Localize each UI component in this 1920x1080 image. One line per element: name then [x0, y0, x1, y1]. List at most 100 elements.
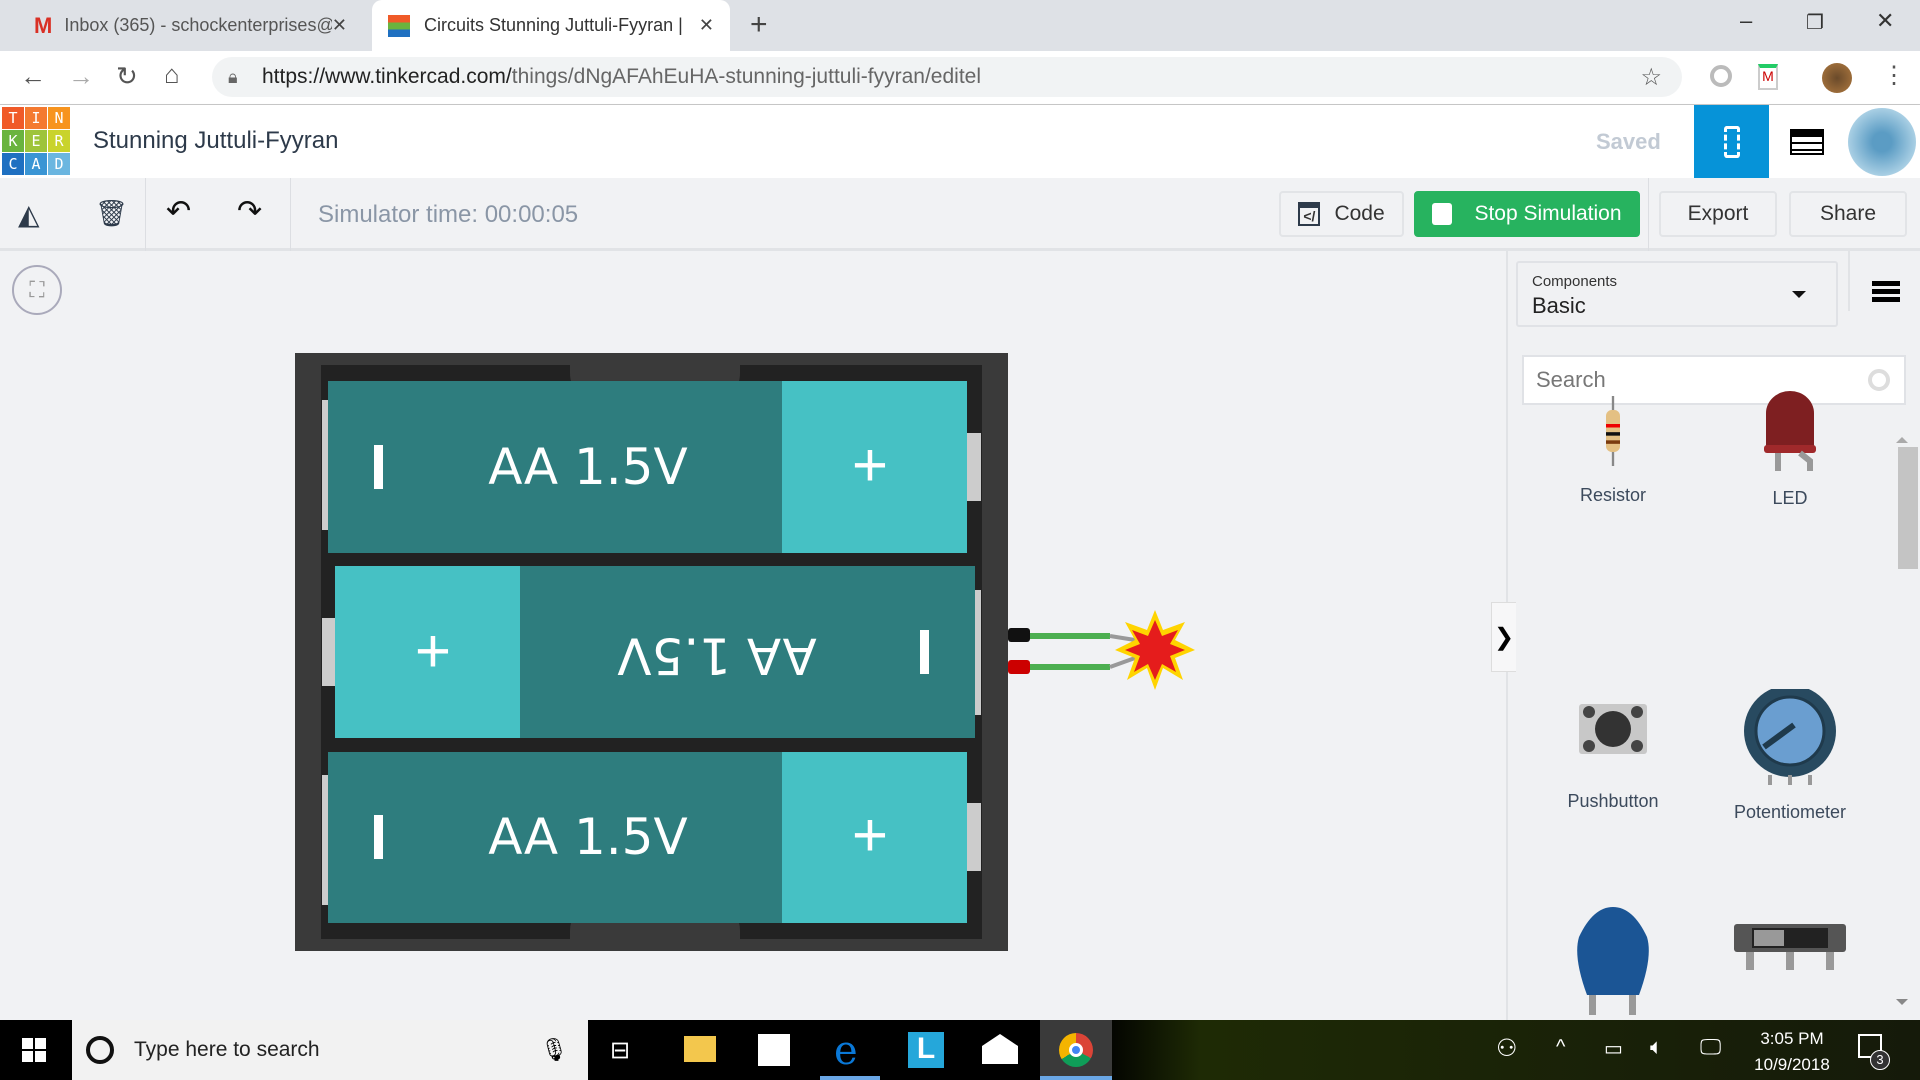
cortana-icon: [86, 1036, 114, 1064]
network-icon[interactable]: 🖵︎: [1700, 1034, 1722, 1059]
clock[interactable]: 3:05 PM 10/9/2018: [1744, 1026, 1840, 1078]
dropdown-value: Basic: [1532, 293, 1586, 318]
components-panel: Components Basic Search Resistor LED Pus…: [1506, 251, 1920, 1020]
store-icon[interactable]: [758, 1034, 790, 1066]
components-dropdown[interactable]: Components Basic: [1516, 261, 1838, 327]
url-path: things/dNgAFAhEuHA-stunning-juttuli-fyyr…: [511, 65, 982, 88]
profile-avatar[interactable]: [1822, 63, 1852, 93]
volume-icon[interactable]: 🔈︎: [1650, 1034, 1664, 1059]
svg-text:+: +: [415, 617, 451, 686]
capacitor-icon: [1577, 907, 1649, 1015]
windows-start-icon[interactable]: [22, 1038, 46, 1062]
component-led[interactable]: LED: [1700, 391, 1880, 509]
battery-1[interactable]: + AA 1.5V: [322, 381, 981, 553]
close-window-button[interactable]: ✕: [1876, 8, 1895, 33]
delete-icon[interactable]: 🗑︎: [95, 198, 129, 228]
component-list-view-button[interactable]: [1769, 105, 1844, 178]
svg-text:+: +: [852, 801, 888, 870]
chrome-taskbar-button[interactable]: [1040, 1020, 1112, 1080]
undo-icon[interactable]: ↶: [166, 195, 192, 228]
circuit-view-button[interactable]: [1694, 105, 1769, 178]
battery-label: AA 1.5V: [488, 808, 687, 866]
tab-tinkercad[interactable]: Circuits Stunning Juttuli-Fyyran | ✕: [372, 0, 730, 51]
logo-letter: R: [48, 130, 70, 152]
reload-icon[interactable]: ↻: [116, 61, 138, 91]
component-label: Resistor: [1579, 485, 1646, 505]
led-burst-icon[interactable]: [1115, 610, 1195, 690]
circuit-canvas[interactable]: ⛶: [0, 254, 1506, 1020]
battery-3[interactable]: + AA 1.5V: [322, 752, 981, 923]
task-view-icon[interactable]: ⊟: [610, 1037, 631, 1064]
l-app-icon[interactable]: L: [908, 1032, 944, 1068]
taskbar-search[interactable]: Type here to search 🎙︎: [72, 1020, 588, 1080]
battery-icon[interactable]: ▭: [1604, 1038, 1623, 1060]
gmail-icon: M: [34, 12, 53, 38]
restore-button[interactable]: ❐: [1806, 12, 1824, 34]
battery-label: AA 1.5V: [617, 627, 816, 685]
battery-label: AA 1.5V: [488, 438, 687, 496]
logo-letter: D: [48, 153, 70, 175]
extension-icon[interactable]: [1710, 65, 1732, 87]
code-icon: </: [1298, 202, 1321, 226]
collapse-panel-button[interactable]: ❯: [1491, 602, 1516, 672]
minimize-button[interactable]: –: [1740, 8, 1753, 33]
redo-icon[interactable]: ↷: [237, 195, 263, 228]
menu-icon[interactable]: ⋮: [1882, 62, 1906, 89]
clock-date: 10/9/2018: [1754, 1055, 1830, 1074]
clock-time: 3:05 PM: [1760, 1029, 1824, 1048]
design-title[interactable]: Stunning Juttuli-Fyyran: [93, 127, 339, 154]
pushbutton-icon: [1579, 704, 1647, 754]
show-hidden-icons[interactable]: ^: [1556, 1036, 1566, 1058]
star-icon[interactable]: ☆: [1640, 63, 1662, 91]
search-icon: [1868, 369, 1890, 391]
close-tab-icon[interactable]: ✕: [698, 15, 714, 35]
scroll-down-icon[interactable]: [1896, 999, 1908, 1011]
file-explorer-icon[interactable]: [684, 1036, 716, 1062]
people-icon[interactable]: ⚇: [1496, 1035, 1518, 1062]
component-potentiometer[interactable]: Potentiometer: [1700, 685, 1880, 823]
simulator-time: Simulator time: 00:00:05: [318, 201, 579, 228]
notification-count: 3: [1870, 1050, 1890, 1070]
tab-gmail[interactable]: M Inbox (365) - schockenterprises@ ✕: [18, 0, 363, 51]
logo-letter: A: [25, 153, 47, 175]
component-slideswitch[interactable]: [1700, 924, 1880, 997]
back-icon[interactable]: ←: [20, 61, 46, 91]
list-view-icon[interactable]: [1872, 281, 1900, 303]
rotate-icon[interactable]: ◭: [18, 199, 40, 230]
tinkercad-favicon: [388, 14, 410, 37]
code-label: Code: [1334, 202, 1385, 225]
stop-label: Stop Simulation: [1474, 202, 1622, 225]
stop-simulation-button[interactable]: Stop Simulation: [1414, 191, 1640, 237]
caret-down-icon: [1792, 291, 1806, 305]
slideswitch-icon: [1734, 924, 1846, 970]
export-button[interactable]: Export: [1659, 191, 1777, 237]
battery-2[interactable]: + AA 1.5V: [322, 566, 981, 738]
microphone-icon: 🎙︎: [540, 1037, 568, 1062]
url-input[interactable]: 🔒︎ https://www.tinkercad.com/things/dNgA…: [212, 57, 1682, 97]
battery-wires[interactable]: [1008, 628, 1136, 674]
search-input[interactable]: Search: [1522, 355, 1906, 405]
led-icon: [1764, 391, 1816, 471]
address-bar-row: ← → ↻ ⌂ 🔒︎ https://www.tinkercad.com/thi…: [0, 51, 1920, 105]
new-tab-button[interactable]: +: [750, 8, 768, 41]
component-capacitor[interactable]: [1523, 907, 1703, 1020]
mcafee-icon[interactable]: M: [1758, 64, 1778, 90]
component-resistor[interactable]: Resistor: [1523, 396, 1703, 506]
fit-view-icon[interactable]: ⛶: [12, 265, 62, 315]
stop-icon: [1432, 203, 1453, 225]
edge-icon[interactable]: e: [834, 1028, 858, 1074]
close-tab-icon[interactable]: ✕: [331, 15, 347, 35]
home-icon[interactable]: ⌂: [164, 59, 180, 89]
mail-icon[interactable]: [982, 1034, 1018, 1064]
user-avatar[interactable]: [1848, 108, 1916, 176]
code-button[interactable]: </ Code: [1279, 191, 1404, 237]
scroll-up-icon[interactable]: [1896, 431, 1908, 443]
toolbar: ◭ 🗑︎ ↶ ↷ Simulator time: 00:00:05 </ Cod…: [0, 178, 1920, 251]
component-label: Pushbutton: [1567, 791, 1659, 811]
forward-icon[interactable]: →: [68, 61, 94, 91]
search-placeholder: Search: [1536, 367, 1606, 392]
scrollbar-thumb[interactable]: [1898, 447, 1918, 569]
share-button[interactable]: Share: [1789, 191, 1907, 237]
component-pushbutton[interactable]: Pushbutton: [1523, 696, 1703, 812]
